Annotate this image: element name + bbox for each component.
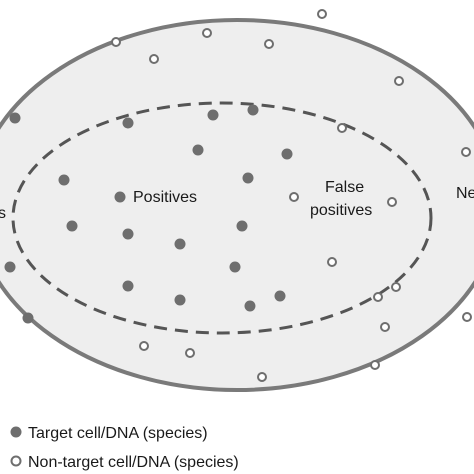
target-cell-dot bbox=[66, 220, 78, 232]
legend-non-target-label: Non-target cell/DNA (species) bbox=[28, 454, 239, 471]
non-target-cell-dot bbox=[111, 37, 121, 47]
non-target-cell-dot bbox=[391, 282, 401, 292]
target-cell-dot bbox=[207, 109, 219, 121]
left-clipped-label: s bbox=[0, 205, 6, 222]
non-target-cell-dot bbox=[289, 192, 299, 202]
non-target-cell-dot bbox=[257, 372, 267, 382]
non-target-cell-dot bbox=[202, 28, 212, 38]
target-cell-dot bbox=[274, 290, 286, 302]
target-cell-dot bbox=[236, 220, 248, 232]
cell-dots bbox=[4, 9, 472, 382]
legend-target-label: Target cell/DNA (species) bbox=[28, 425, 208, 442]
target-cell-dot bbox=[242, 172, 254, 184]
non-target-cell-dot bbox=[317, 9, 327, 19]
non-target-cell-dot bbox=[149, 54, 159, 64]
target-cell-dot bbox=[192, 144, 204, 156]
non-target-cell-dot bbox=[370, 360, 380, 370]
target-cell-dot bbox=[174, 238, 186, 250]
target-cell-dot bbox=[114, 191, 126, 203]
outer-ellipse bbox=[0, 18, 474, 392]
right-clipped-label: Ne bbox=[456, 185, 474, 202]
target-cell-dot bbox=[229, 261, 241, 273]
positives-label: Positives bbox=[133, 189, 197, 206]
target-cell-dot bbox=[244, 300, 256, 312]
non-target-cell-dot bbox=[373, 292, 383, 302]
target-cell-dot bbox=[122, 228, 134, 240]
non-target-cell-dot bbox=[380, 322, 390, 332]
target-cell-dot bbox=[122, 280, 134, 292]
non-target-cell-dot bbox=[139, 341, 149, 351]
non-target-cell-dot bbox=[327, 257, 337, 267]
dashed-ellipse bbox=[11, 101, 433, 335]
non-target-cell-dot bbox=[185, 348, 195, 358]
legend: Target cell/DNA (species) Non-target cel… bbox=[10, 425, 239, 471]
target-cell-dot bbox=[122, 117, 134, 129]
false-positives-label-line2: positives bbox=[310, 202, 372, 219]
legend-target-dot bbox=[10, 426, 22, 438]
target-cell-dot bbox=[9, 112, 21, 124]
target-cell-dot bbox=[22, 312, 34, 324]
non-target-cell-dot bbox=[394, 76, 404, 86]
target-cell-dot bbox=[281, 148, 293, 160]
false-positives-label-line1: False bbox=[325, 179, 364, 196]
non-target-cell-dot bbox=[337, 123, 347, 133]
non-target-cell-dot bbox=[461, 147, 471, 157]
non-target-cell-dot bbox=[264, 39, 274, 49]
non-target-cell-dot bbox=[387, 197, 397, 207]
target-cell-dot bbox=[58, 174, 70, 186]
legend-non-target-dot bbox=[10, 455, 22, 467]
non-target-cell-dot bbox=[462, 312, 472, 322]
target-cell-dot bbox=[174, 294, 186, 306]
target-cell-dot bbox=[4, 261, 16, 273]
target-cell-dot bbox=[247, 104, 259, 116]
